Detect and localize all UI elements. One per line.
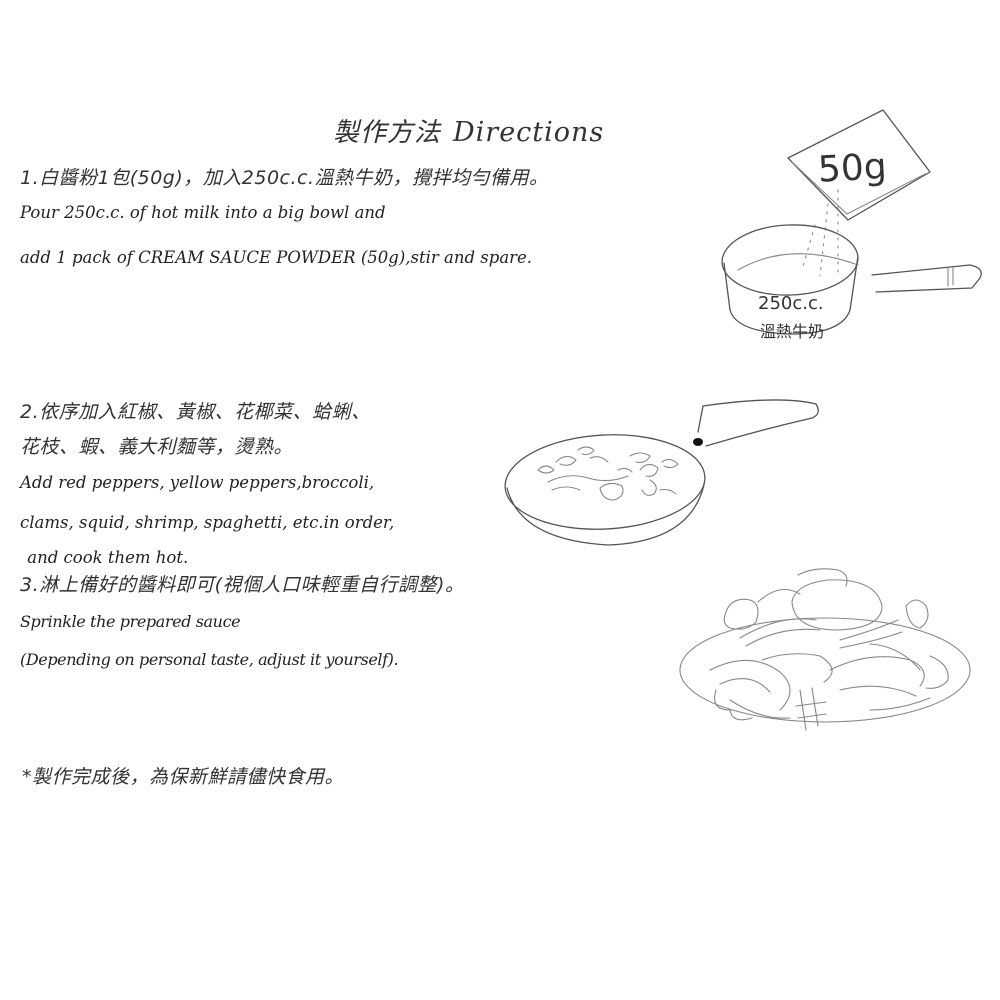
- pot-label-amount: 250c.c.: [758, 293, 824, 314]
- step-3-en-line-2: (Depending on personal taste, adjust it …: [20, 650, 399, 669]
- title-zh: 製作方法: [333, 118, 442, 148]
- pot-label-milk: 溫熱牛奶: [760, 322, 825, 341]
- pasta-plate-icon: [679, 568, 971, 731]
- sauce-packet-icon: [787, 109, 931, 221]
- step-2-zh-line-2: 花枝、蝦、義大利麵等，燙熟。: [20, 436, 294, 458]
- step-2-en-line-3: and cook them hot.: [22, 548, 189, 567]
- title-en: Directions: [453, 117, 605, 148]
- packet-label: 50g: [816, 146, 888, 191]
- step-1-en-line-2: add 1 pack of CREAM SAUCE POWDER (50g),s…: [20, 248, 533, 267]
- step-3-en-line-1: Sprinkle the prepared sauce: [20, 612, 241, 631]
- step-2-en-line-1: Add red peppers, yellow peppers,broccoli…: [20, 473, 375, 492]
- step-3-zh: 3.淋上備好的醬料即可(視個人口味輕重自行調整)。: [20, 574, 465, 596]
- freshness-note: *製作完成後，為保新鮮請儘快食用。: [22, 766, 345, 788]
- page-title: 製作方法 Directions: [333, 112, 604, 149]
- frying-pan-icon: [504, 399, 819, 546]
- saucepan-icon: [721, 224, 982, 335]
- step-2-zh-line-1: 2.依序加入紅椒、黃椒、花椰菜、蛤蜊、: [20, 401, 371, 423]
- saucepan-with-packet-icon: [721, 109, 982, 335]
- step-1-en-line-1: Pour 250c.c. of hot milk into a big bowl…: [20, 203, 386, 222]
- step-2-en-line-2: clams, squid, shrimp, spaghetti, etc.in …: [20, 513, 395, 532]
- step-1-zh: 1.白醬粉1包(50g)，加入250c.c.溫熱牛奶，攪拌均勻備用。: [20, 167, 549, 189]
